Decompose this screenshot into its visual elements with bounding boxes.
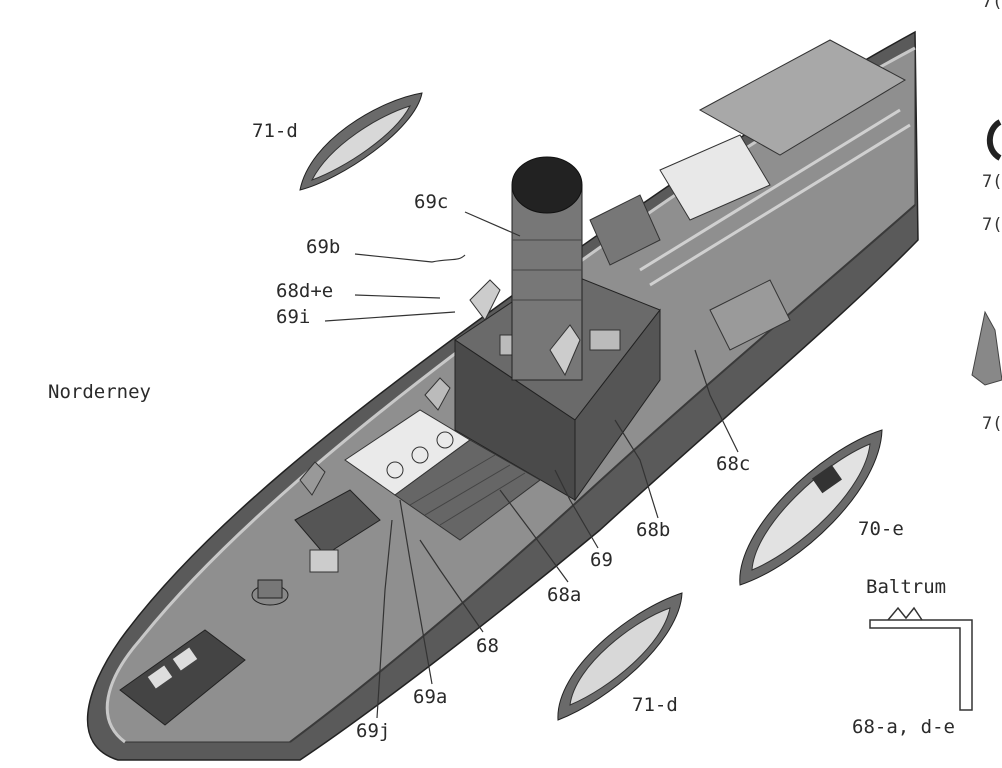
part-label-69a: 69a: [413, 686, 448, 708]
edge-fragment-4: 7(: [982, 0, 1002, 12]
inset-caption: 68-a, d-e: [852, 716, 955, 738]
funnel: [511, 156, 583, 381]
part-label-69j: 69j: [356, 720, 391, 742]
inset-title: Baltrum: [866, 576, 947, 598]
part-label-71d-bottom: 71-d: [632, 694, 678, 716]
part-label-69b: 69b: [306, 236, 341, 258]
part-label-68a: 68a: [547, 584, 582, 606]
leader-lines: [324, 211, 739, 719]
part-label-68b: 68b: [636, 519, 671, 541]
edge-fragment-2: 7(: [982, 215, 1002, 235]
inset-part-bracket: [869, 606, 973, 711]
part-label-71d-top: 71-d: [252, 120, 298, 142]
lifeboat-71d-bottom: [557, 592, 683, 721]
edge-fragments: [971, 119, 1002, 386]
aft-deck-structures: [589, 39, 911, 351]
part-label-68: 68: [476, 635, 499, 657]
edge-fragment-1: 7(: [982, 172, 1002, 192]
part-label-69i: 69i: [276, 306, 311, 328]
part-label-68de: 68d+e: [276, 280, 334, 302]
lifeboat-71d-top: [299, 92, 423, 191]
forward-structures: [119, 489, 381, 726]
part-label-69c: 69c: [414, 191, 449, 213]
ventilators: [299, 279, 581, 496]
edge-fragment-3: 7(: [982, 414, 1002, 434]
part-label-70e: 70-e: [858, 518, 904, 540]
skylight-hatch: [344, 409, 541, 541]
part-label-69: 69: [590, 549, 613, 571]
ship-name-label: Norderney: [48, 381, 151, 403]
lifeboat-70e: [739, 429, 883, 586]
part-label-68c: 68c: [716, 453, 751, 475]
